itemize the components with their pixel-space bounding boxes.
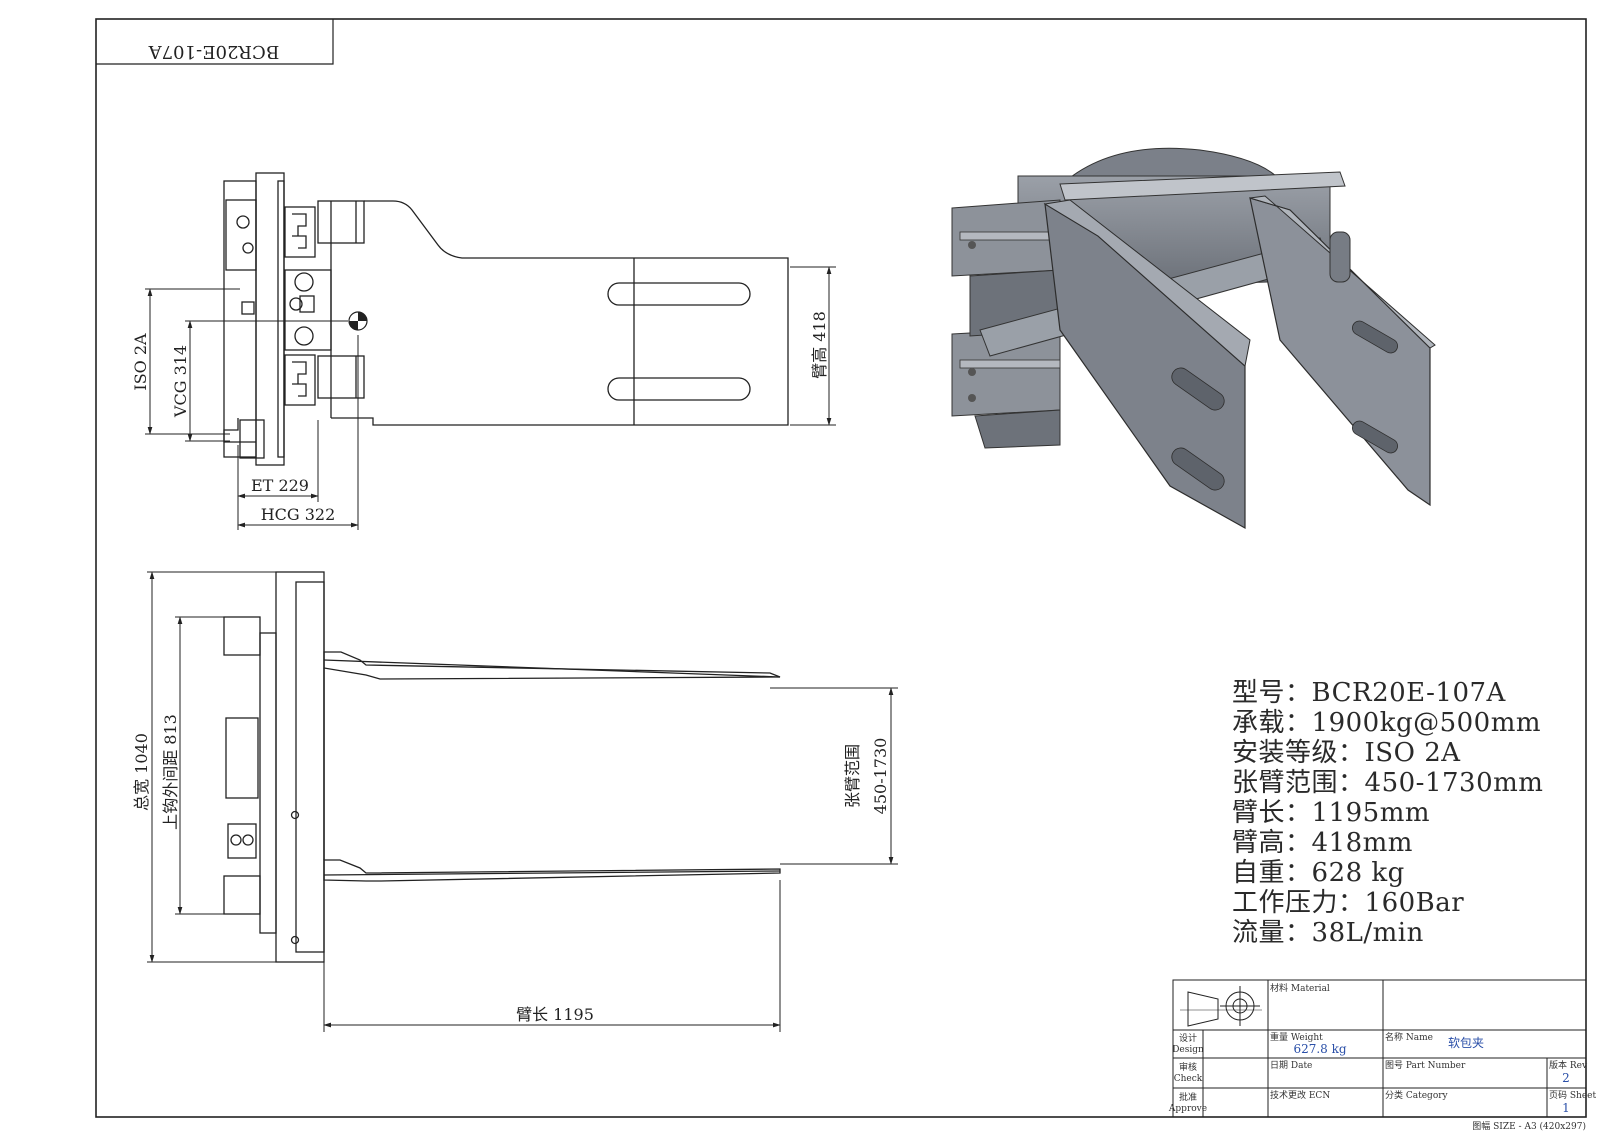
tb-name-label: 名称 Name [1385, 1031, 1433, 1043]
tb-approve-label-en: Approve [1168, 1104, 1207, 1114]
tb-material-label: 材料 Material [1270, 982, 1330, 994]
spec-flow: 流量：38L/min [1232, 918, 1592, 948]
tb-category-label: 分类 Category [1385, 1089, 1449, 1101]
spec-value: 418mm [1311, 828, 1413, 858]
title-block [1172, 979, 1587, 1118]
spec-weight: 自重：628 kg [1232, 858, 1592, 888]
spec-open-range: 张臂范围：450-1730mm [1232, 768, 1592, 798]
dim-arm-height: 臂高 418 [810, 311, 829, 379]
cg-symbol [348, 311, 368, 331]
tb-rev-label: 版本 Rev [1549, 1059, 1588, 1071]
spec-value: BCR20E-107A [1311, 678, 1506, 708]
iso-render [951, 147, 1436, 530]
dim-total-width: 总宽 1040 [132, 733, 151, 811]
tb-rev-value: 2 [1562, 1071, 1570, 1085]
corner-label-box [96, 19, 334, 65]
spec-value: 1900kg@500mm [1311, 708, 1542, 738]
tb-weight-value: 627.8 kg [1293, 1042, 1346, 1056]
spec-arm-length: 臂长：1195mm [1232, 798, 1592, 828]
spec-list: 型号：BCR20E-107A 承载：1900kg@500mm 安装等级：ISO … [1232, 678, 1592, 948]
drawing-border [95, 18, 1587, 1118]
spec-label: 臂长 [1232, 798, 1286, 828]
spec-separator: ： [1285, 828, 1312, 858]
corner-label: BCR20E-107A [148, 41, 280, 62]
tb-weight-label: 重量 Weight [1270, 1031, 1323, 1043]
spec-separator: ： [1285, 918, 1312, 948]
tb-name-value: 软包夹 [1448, 1036, 1484, 1050]
dim-iso: ISO 2A [131, 333, 150, 391]
spec-label: 工作压力 [1232, 888, 1339, 918]
spec-separator: ： [1285, 708, 1312, 738]
dim-vcg: VCG 314 [171, 345, 190, 418]
top-view [223, 571, 781, 963]
tb-check-label-en: Check [1174, 1074, 1203, 1084]
spec-value: 628 kg [1311, 858, 1405, 888]
dim-hcg: HCG 322 [261, 505, 336, 524]
spec-label: 自重 [1232, 858, 1286, 888]
spec-value: 450-1730mm [1364, 768, 1544, 798]
spec-separator: ： [1338, 738, 1365, 768]
spec-separator: ： [1285, 858, 1312, 888]
tb-approve-label: 批准 [1179, 1091, 1197, 1103]
spec-separator: ： [1285, 678, 1312, 708]
spec-label: 承载 [1232, 708, 1286, 738]
spec-label: 臂高 [1232, 828, 1286, 858]
spec-label: 张臂范围 [1232, 768, 1339, 798]
spec-value: 160Bar [1364, 888, 1465, 918]
dim-hook-spacing: 上钩外间距 813 [161, 714, 180, 830]
tb-design-label: 设计 [1179, 1032, 1197, 1044]
spec-label: 流量 [1232, 918, 1286, 948]
spec-label: 型号 [1232, 678, 1286, 708]
dim-open-range-value: 450-1730 [871, 738, 890, 815]
top-view-dimensions [147, 571, 898, 1032]
spec-capacity: 承载：1900kg@500mm [1232, 708, 1592, 738]
spec-pressure: 工作压力：160Bar [1232, 888, 1592, 918]
tb-design-label-en: Design [1172, 1045, 1204, 1055]
spec-mount-class: 安装等级：ISO 2A [1232, 738, 1592, 768]
tb-sheet-label: 页码 Sheet [1549, 1090, 1596, 1101]
side-view [223, 172, 789, 466]
spec-value: 38L/min [1311, 918, 1424, 948]
tb-check-label: 审核 [1179, 1061, 1197, 1073]
tb-sheet-value: 1 [1562, 1101, 1570, 1115]
spec-arm-height: 臂高：418mm [1232, 828, 1592, 858]
dim-et: ET 229 [251, 476, 309, 495]
spec-model: 型号：BCR20E-107A [1232, 678, 1592, 708]
spec-value: 1195mm [1311, 798, 1431, 828]
tb-ecn-label: 技术更改 ECN [1270, 1089, 1330, 1101]
spec-label: 安装等级 [1232, 738, 1339, 768]
spec-separator: ： [1338, 768, 1365, 798]
spec-value: ISO 2A [1364, 738, 1461, 768]
dim-open-range-label: 张臂范围 [843, 744, 862, 808]
tb-date-label: 日期 Date [1270, 1060, 1312, 1071]
spec-separator: ： [1338, 888, 1365, 918]
tb-part-number-label: 图号 Part Number [1385, 1060, 1466, 1071]
side-view-dimensions [145, 266, 836, 530]
tb-size-note: 图幅 SIZE - A3 (420x297) [1472, 1120, 1586, 1131]
spec-separator: ： [1285, 798, 1312, 828]
dim-arm-length: 臂长 1195 [516, 1005, 594, 1024]
